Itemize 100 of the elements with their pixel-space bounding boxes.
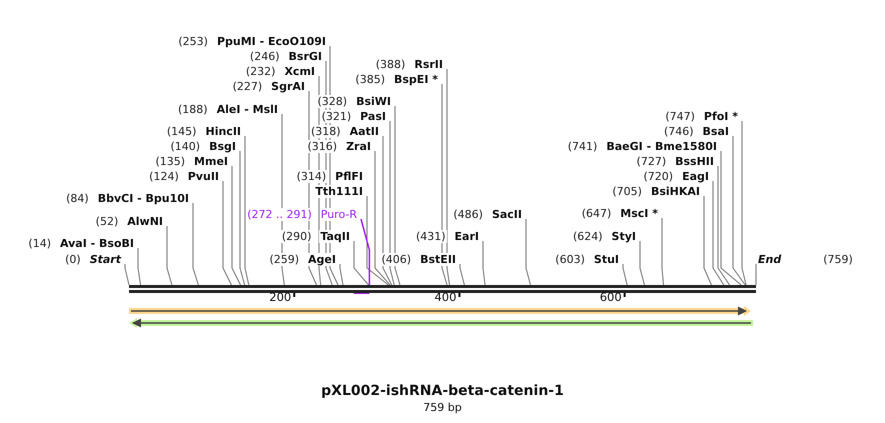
leader-line: [640, 240, 645, 286]
feature-name: Puro-R: [320, 208, 358, 221]
enzyme-name: AatII: [348, 125, 380, 138]
enzyme-name: SgrAI: [270, 80, 306, 93]
enzyme-name: BbvCI - Bpu10I: [96, 192, 190, 205]
enzyme-name: TaqII: [319, 230, 351, 243]
sequence-length: 759 bp: [422, 401, 463, 414]
dna-backbone: [129, 285, 756, 293]
scale-label: 400: [434, 290, 456, 304]
leader-line: [240, 150, 246, 286]
leader-line: [442, 84, 448, 286]
leader-line: [124, 264, 130, 286]
enzyme-name: AvaI - BsoBI: [59, 237, 135, 250]
site-position: (321): [320, 110, 352, 123]
sequence-end-label: Start: [88, 253, 122, 266]
site-position: (318): [310, 125, 342, 138]
site-position: (135): [154, 155, 186, 168]
site-position: (314): [296, 170, 328, 183]
leader-line: [354, 240, 370, 286]
leader-line: [446, 68, 450, 286]
leader-line: [622, 264, 628, 286]
enzyme-name: BsrGI: [288, 50, 323, 63]
enzyme-name: MmeI: [193, 155, 229, 168]
site-position: (52): [94, 215, 120, 228]
leader-line: [460, 264, 465, 286]
scale-label: 600: [600, 290, 622, 304]
site-position: (431): [414, 230, 447, 243]
site-position: (647): [580, 207, 612, 220]
leader-line: [718, 166, 730, 286]
leader-line: [192, 202, 199, 286]
site-position: (145): [166, 125, 198, 138]
site-position: (140): [170, 140, 202, 153]
site-position: (747): [664, 110, 696, 123]
site-position: (328): [316, 95, 348, 108]
enzyme-name: PvuII: [186, 170, 220, 183]
site-position: (388): [374, 58, 406, 71]
site-position: (624): [572, 230, 604, 243]
leader-line: [482, 240, 486, 286]
site-position: (84): [65, 192, 90, 205]
enzyme-name: BsgI: [208, 140, 237, 153]
enzyme-name: PflFI: [334, 170, 364, 183]
enzyme-name: AgeI: [307, 253, 337, 266]
leader-line: [382, 136, 392, 286]
site-position: (486): [452, 208, 484, 221]
site-position: (603): [554, 253, 586, 266]
leader-line: [732, 136, 746, 286]
enzyme-name: BssHII: [674, 155, 715, 168]
site-position: (385): [354, 73, 386, 86]
leader-line: [390, 120, 395, 286]
leader-line: [360, 218, 370, 285]
site-position: (720): [642, 170, 674, 183]
enzyme-name: BsiWI: [355, 95, 392, 108]
enzyme-name: StuI: [592, 253, 620, 266]
site-position: (727): [636, 155, 668, 168]
leader-line: [526, 218, 531, 286]
site-position: (227): [232, 80, 264, 93]
enzyme-name: Tth111I: [314, 185, 364, 198]
enzyme-name: AlwNI: [126, 215, 164, 228]
leader-line: [244, 136, 250, 286]
enzyme-name: PfoI *: [702, 110, 739, 123]
leader-line: [166, 226, 172, 286]
site-position: (290): [280, 230, 312, 243]
leader-line: [662, 218, 664, 286]
enzyme-name: BsiHKAI: [650, 185, 701, 198]
leader-line: [138, 248, 142, 286]
enzyme-name: BaeGI - Bme1580I: [605, 140, 718, 153]
enzyme-name: HincII: [204, 125, 242, 138]
enzyme-name: StyI: [610, 230, 637, 243]
site-position: (406): [380, 253, 412, 266]
scale-label: 200: [269, 290, 292, 304]
site-position: (0): [64, 253, 82, 266]
enzyme-name: PasI: [359, 110, 387, 123]
site-position: (253): [177, 35, 209, 48]
site-position: (14): [27, 237, 52, 250]
map-title: pXL002-ishRNA-beta-catenin-1: [320, 383, 565, 399]
leader-line: [366, 196, 389, 286]
sequence-end-label: End: [757, 253, 782, 266]
leader-line: [712, 180, 724, 286]
enzyme-name: BspEI *: [393, 73, 439, 86]
enzyme-name: ZraI: [345, 140, 372, 153]
leader-line: [232, 166, 242, 286]
leader-line: [374, 150, 391, 286]
leader-line: [222, 180, 232, 286]
enzyme-name: EarI: [454, 230, 480, 243]
leader-line: [340, 264, 344, 286]
enzyme-name: EagI: [681, 170, 710, 183]
site-position: (259): [268, 253, 300, 266]
site-position: (232): [244, 65, 276, 78]
enzyme-name: RsrII: [413, 58, 444, 71]
leader-line: [742, 120, 747, 286]
site-position: (759): [822, 253, 854, 266]
enzyme-name: SacII: [490, 208, 523, 221]
feature-range: (272 .. 291): [246, 208, 313, 221]
site-position: (188): [176, 103, 209, 116]
enzyme-name: MscI *: [619, 207, 659, 220]
site-position: (746): [662, 125, 695, 138]
enzyme-name: BsaI: [702, 125, 730, 138]
enzyme-name: BstEII: [419, 253, 457, 266]
leader-line: [394, 106, 400, 286]
enzyme-name: PpuMI - EcoO109I: [216, 35, 327, 48]
